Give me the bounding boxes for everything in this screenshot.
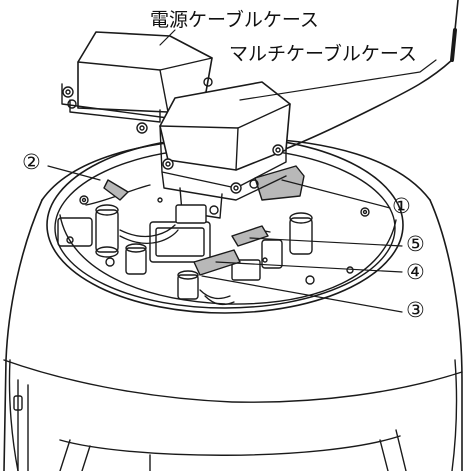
connector-sockets	[57, 204, 313, 300]
label-multi-cable-case: マルチケーブルケース	[229, 43, 417, 65]
leader-lines	[47, 29, 437, 313]
multi-cable-case	[159, 81, 291, 224]
callout-4: ④	[406, 260, 425, 284]
callout-3: ③	[406, 298, 425, 322]
highlight-parts	[103, 165, 305, 276]
callout-2: ②	[22, 150, 41, 174]
callout-5: ⑤	[406, 232, 425, 256]
power-cable-case	[61, 31, 213, 134]
callout-1: ①	[392, 194, 411, 218]
label-power-cable-case: 電源ケーブルケース	[150, 9, 319, 31]
